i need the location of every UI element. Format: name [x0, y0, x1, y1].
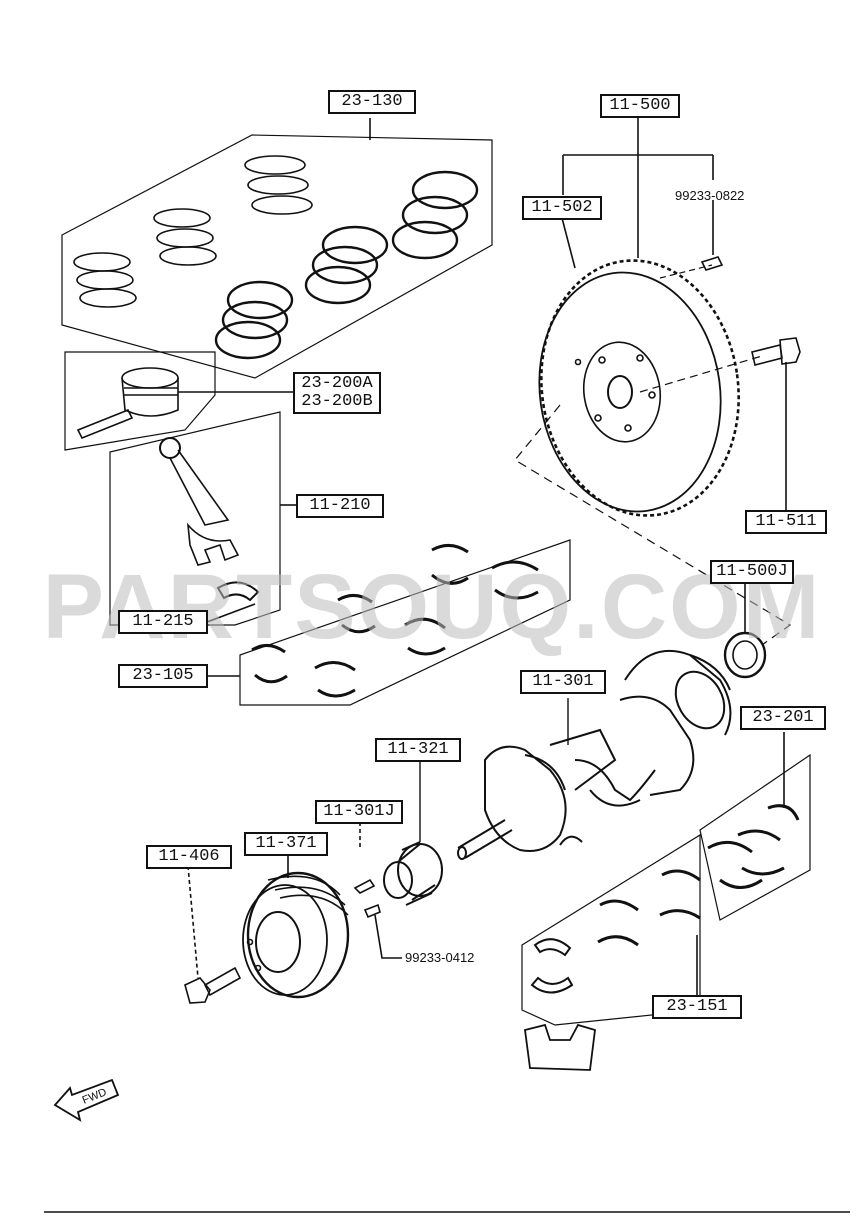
pilot-bearing — [723, 583, 767, 679]
label-23-201[interactable]: 23-201 — [740, 706, 826, 730]
main-bearing-set — [521, 833, 701, 1071]
label-11-371[interactable]: 11-371 — [244, 832, 328, 856]
crank-pulley — [242, 852, 350, 999]
label-11-500[interactable]: 11-500 — [600, 94, 680, 118]
thrust-bearing-set — [699, 732, 811, 921]
label-23-105[interactable]: 23-105 — [118, 664, 208, 688]
pulley-bolt — [184, 865, 242, 1004]
crankshaft — [457, 649, 732, 860]
label-23-130[interactable]: 23-130 — [328, 90, 416, 114]
fwd-arrow-icon: FWD — [53, 1078, 120, 1122]
flywheel — [514, 118, 792, 646]
piston-ring-set — [61, 118, 493, 379]
crank-sprocket — [383, 762, 443, 906]
label-11-215[interactable]: 11-215 — [118, 610, 208, 634]
connecting-rod — [109, 411, 296, 626]
label-99233-0822[interactable]: 99233-0822 — [675, 188, 745, 203]
label-11-321[interactable]: 11-321 — [375, 738, 461, 762]
label-11-500j[interactable]: 11-500J — [710, 560, 794, 584]
label-11-511[interactable]: 11-511 — [745, 510, 827, 534]
flywheel-bolt — [751, 337, 801, 512]
label-11-406[interactable]: 11-406 — [146, 845, 232, 869]
rod-bearing-set — [208, 539, 571, 706]
label-11-210[interactable]: 11-210 — [296, 494, 384, 518]
piston — [64, 351, 293, 451]
label-11-301[interactable]: 11-301 — [520, 670, 606, 694]
label-23-200b[interactable]: 23-200B — [293, 392, 381, 414]
label-11-502[interactable]: 11-502 — [522, 196, 602, 220]
label-23-200a[interactable]: 23-200A — [293, 372, 381, 394]
label-11-301j[interactable]: 11-301J — [315, 800, 403, 824]
label-23-151[interactable]: 23-151 — [652, 995, 742, 1019]
woodruff-keys — [353, 822, 402, 959]
label-99233-0412[interactable]: 99233-0412 — [405, 950, 475, 965]
